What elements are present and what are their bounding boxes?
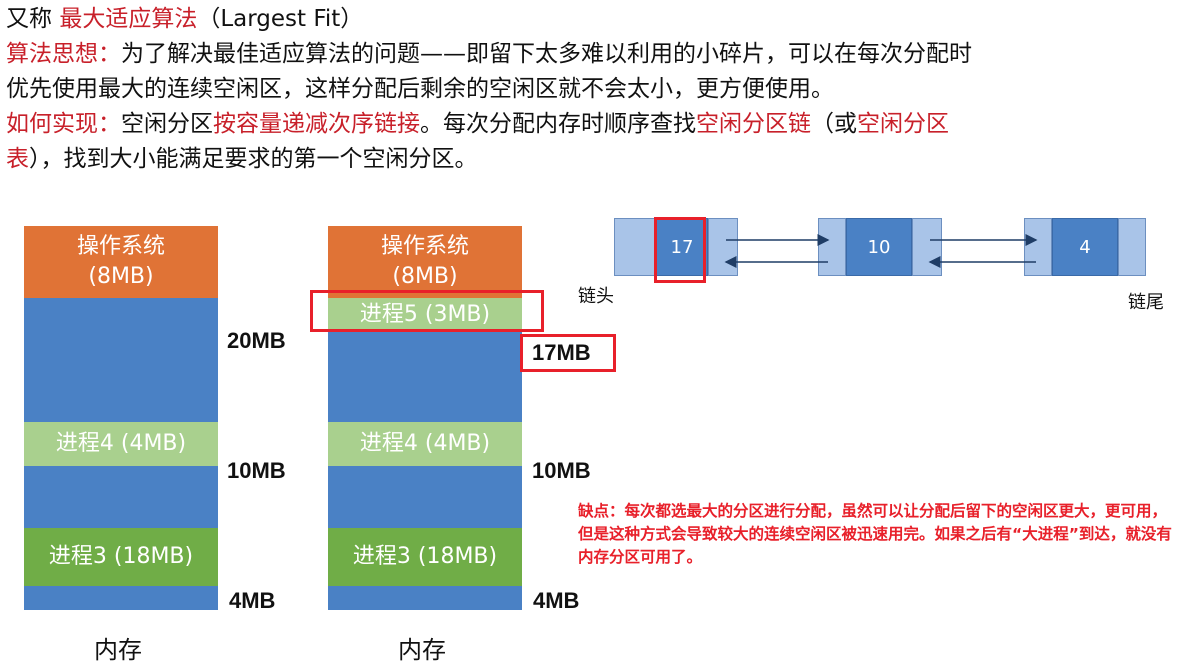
idea-text-2: 优先使用最大的连续空闲区，这样分配后剩余的空闲区就不会太小，更方便使用。	[6, 76, 834, 102]
right-caption: 内存	[398, 636, 446, 664]
free-block-17mb	[328, 332, 522, 422]
left-free-1-label: 20MB	[227, 328, 286, 353]
free-block-4mb	[24, 586, 218, 610]
idea-label: 算法思想：	[6, 41, 121, 67]
node-2-value: 10	[867, 236, 891, 258]
impl-line-2: 表），找到大小能满足要求的第一个空闲分区。	[6, 144, 478, 174]
impl-text-d: 空闲分区链	[696, 111, 811, 137]
impl-text-c: 。每次分配内存时顺序查找	[420, 111, 696, 137]
node-3-prev	[1024, 218, 1052, 276]
os-block: 操作系统 (8MB)	[328, 226, 522, 298]
title-suffix: （Largest Fit）	[197, 6, 364, 32]
os-size: (8MB)	[392, 264, 458, 289]
free-17mb-highlight	[520, 334, 616, 372]
impl-text-f: 空闲分区	[857, 111, 949, 137]
impl-text-h: ），找到大小能满足要求的第一个空闲分区。	[29, 146, 478, 172]
process-4-label: 进程4 (4MB)	[359, 431, 491, 456]
memory-left: 操作系统 (8MB) 进程4 (4MB) 进程3 (18MB)	[24, 226, 218, 610]
free-block-4mb	[328, 586, 522, 610]
process-4-block: 进程4 (4MB)	[328, 422, 522, 466]
impl-text-b: 按容量递减次序链接	[213, 111, 420, 137]
node-1: 17	[656, 218, 708, 276]
process-3-block: 进程3 (18MB)	[328, 528, 522, 586]
right-free-3-label: 4MB	[533, 588, 580, 613]
title-prefix: 又称	[6, 6, 52, 32]
os-label: 操作系统	[76, 234, 165, 259]
right-free-2-label: 10MB	[532, 458, 591, 483]
os-size: (8MB)	[88, 264, 154, 289]
free-block-10mb	[24, 466, 218, 528]
right-free-1-label: 17MB	[532, 340, 591, 365]
left-caption: 内存	[94, 636, 142, 664]
node-1-value: 17	[670, 236, 694, 258]
list-head-label: 链头	[578, 286, 614, 307]
node-2: 10	[846, 218, 912, 276]
impl-text-g: 表	[6, 146, 29, 172]
os-block: 操作系统 (8MB)	[24, 226, 218, 298]
node-3-next	[1118, 218, 1146, 276]
title-line: 又称 最大适应算法（Largest Fit）	[6, 4, 363, 34]
node-3-value: 4	[1079, 236, 1091, 258]
largest-node-highlight	[654, 217, 706, 283]
process-5-label: 进程5 (3MB)	[359, 302, 491, 327]
free-block-20mb	[24, 298, 218, 422]
process-4-label: 进程4 (4MB)	[55, 431, 187, 456]
drawback-note: 缺点：每次都选最大的分区进行分配，虽然可以让分配后留下的空闲区更大，更可用，但是…	[578, 502, 1172, 566]
free-list-diagram: 17 10 4	[612, 212, 1172, 312]
process-4-block: 进程4 (4MB)	[24, 422, 218, 466]
node-1-prev	[614, 218, 656, 276]
idea-line-1: 算法思想：为了解决最佳适应算法的问题——即留下太多难以利用的小碎片，可以在每次分…	[6, 39, 972, 69]
title-term: 最大适应算法	[59, 6, 198, 32]
node-2-prev	[818, 218, 846, 276]
impl-text-e: （或	[811, 111, 857, 137]
left-free-3-label: 4MB	[229, 588, 276, 613]
node-3: 4	[1052, 218, 1118, 276]
os-label: 操作系统	[380, 234, 469, 259]
process-5-highlight	[310, 290, 544, 332]
impl-label: 如何实现：	[6, 111, 121, 137]
left-free-2-label: 10MB	[227, 458, 286, 483]
idea-line-2: 优先使用最大的连续空闲区，这样分配后剩余的空闲区就不会太小，更方便使用。	[6, 74, 834, 104]
process-3-block: 进程3 (18MB)	[24, 528, 218, 586]
impl-line-1: 如何实现：空闲分区按容量递减次序链接。每次分配内存时顺序查找空闲分区链（或空闲分…	[6, 109, 949, 139]
memory-right: 操作系统 (8MB) 进程5 (3MB) 进程4 (4MB) 进程3 (18MB…	[328, 226, 522, 610]
process-3-label: 进程3 (18MB)	[352, 544, 498, 569]
free-block-10mb	[328, 466, 522, 528]
process-3-label: 进程3 (18MB)	[48, 544, 194, 569]
list-tail-label: 链尾	[1128, 292, 1164, 313]
list-arrows	[724, 234, 1038, 268]
impl-text-a: 空闲分区	[121, 111, 213, 137]
idea-text-1: 为了解决最佳适应算法的问题——即留下太多难以利用的小碎片，可以在每次分配时	[121, 41, 972, 67]
process-5-block: 进程5 (3MB)	[328, 298, 522, 332]
